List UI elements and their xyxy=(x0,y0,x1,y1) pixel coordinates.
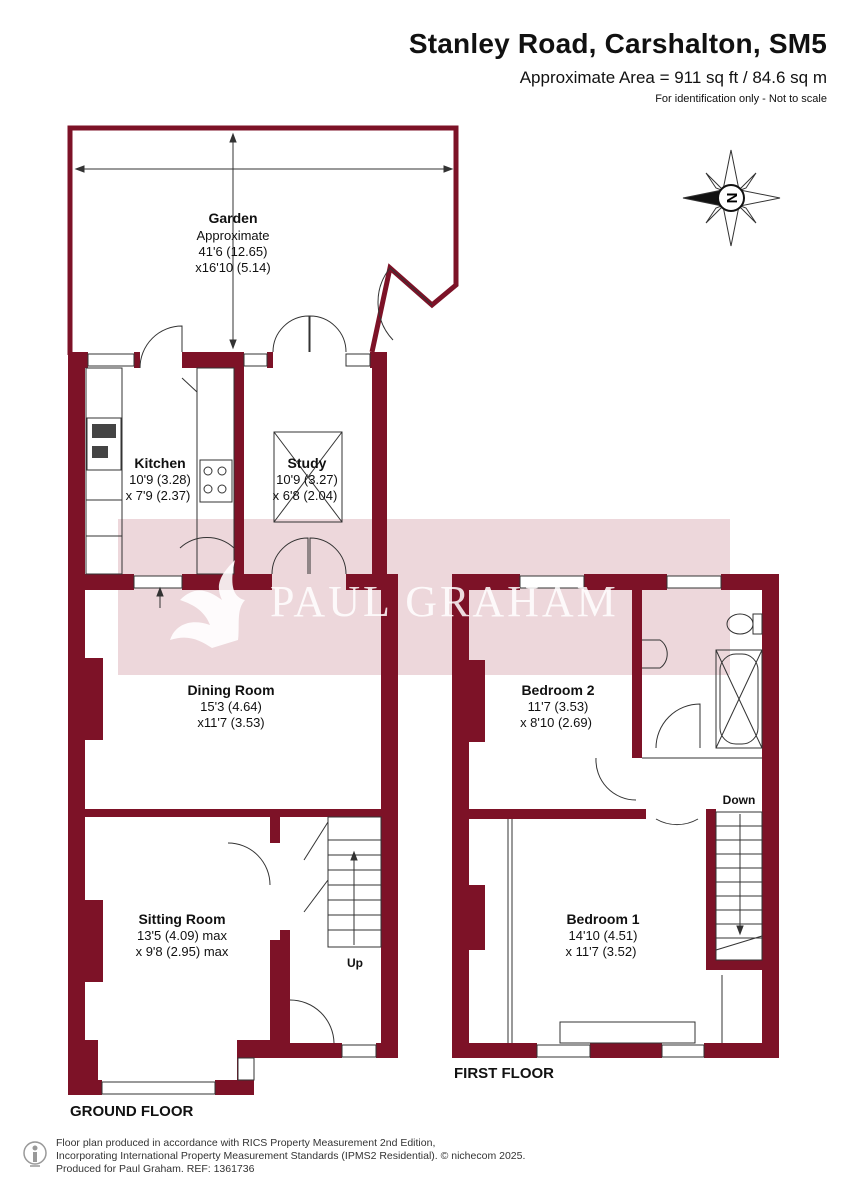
study-dim-1: 10'9 (3.27) xyxy=(276,472,338,487)
approximate-area: Approximate Area = 911 sq ft / 84.6 sq m xyxy=(519,68,827,87)
study-label: Study xyxy=(288,455,327,471)
first-floor-walls xyxy=(452,574,779,1058)
bedroom-2-dim-2: x 8'10 (2.69) xyxy=(520,715,592,730)
bedroom-1-label: Bedroom 1 xyxy=(566,911,639,927)
sitting-room-dim-1: 13'5 (4.09) max xyxy=(137,928,227,943)
footer-line-2: Incorporating International Property Mea… xyxy=(56,1150,526,1162)
watermark-leaf-icon xyxy=(170,560,245,648)
room-labels: Garden Approximate 41'6 (12.65) x16'10 (… xyxy=(70,210,755,1120)
footer-line-1: Floor plan produced in accordance with R… xyxy=(56,1137,436,1149)
bedroom-1-dim-2: x 11'7 (3.52) xyxy=(566,944,637,959)
watermark-text: PAUL GRAHAM xyxy=(270,577,619,626)
bedroom-2-label: Bedroom 2 xyxy=(521,682,594,698)
dining-room-label: Dining Room xyxy=(187,682,274,698)
sitting-room-label: Sitting Room xyxy=(138,911,225,927)
ground-stairs xyxy=(156,586,382,1044)
garden-dim-3: x16'10 (5.14) xyxy=(195,260,270,275)
property-title: Stanley Road, Carshalton, SM5 xyxy=(408,28,827,59)
compass-letter: N xyxy=(724,193,741,204)
ground-floor-windows xyxy=(87,353,377,1095)
first-floor-windows xyxy=(519,575,722,1058)
kitchen-dim-1: 10'9 (3.28) xyxy=(129,472,191,487)
bedroom-2-dim-1: 11'7 (3.53) xyxy=(528,699,589,714)
watermark-band xyxy=(118,519,730,675)
study-dim-2: x 6'8 (2.04) xyxy=(273,488,338,503)
footer-line-3: Produced for Paul Graham. REF: 1361736 xyxy=(56,1163,255,1175)
measurement-standard-icon xyxy=(23,1141,47,1167)
stairs-up-label: Up xyxy=(347,956,363,970)
garden-dim-1: Approximate xyxy=(197,228,270,243)
compass-icon xyxy=(682,149,781,247)
sink-icon xyxy=(92,424,116,458)
footer: Floor plan produced in accordance with R… xyxy=(56,1137,616,1176)
kitchen-label: Kitchen xyxy=(134,455,185,471)
study-fittings xyxy=(271,315,347,575)
stairs-down-label: Down xyxy=(723,793,756,807)
kitchen-fittings xyxy=(85,325,235,575)
dining-room-dim-1: 15'3 (4.64) xyxy=(200,699,262,714)
ground-floor-label: GROUND FLOOR xyxy=(70,1103,193,1120)
garden-label: Garden xyxy=(208,210,257,226)
sitting-room-dim-2: x 9'8 (2.95) max xyxy=(136,944,229,959)
scale-disclaimer: For identification only - Not to scale xyxy=(655,93,827,105)
garden-dimension-arrows xyxy=(74,132,454,350)
ground-floor-walls xyxy=(68,352,398,1095)
dining-room-dim-2: x11'7 (3.53) xyxy=(197,715,264,730)
garden-dim-2: 41'6 (12.65) xyxy=(199,244,268,259)
kitchen-dim-2: x 7'9 (2.37) xyxy=(126,488,191,503)
first-floor-label: FIRST FLOOR xyxy=(454,1065,554,1082)
bedroom-1-dim-1: 14'10 (4.51) xyxy=(569,928,638,943)
first-floor-fittings xyxy=(507,613,763,1044)
